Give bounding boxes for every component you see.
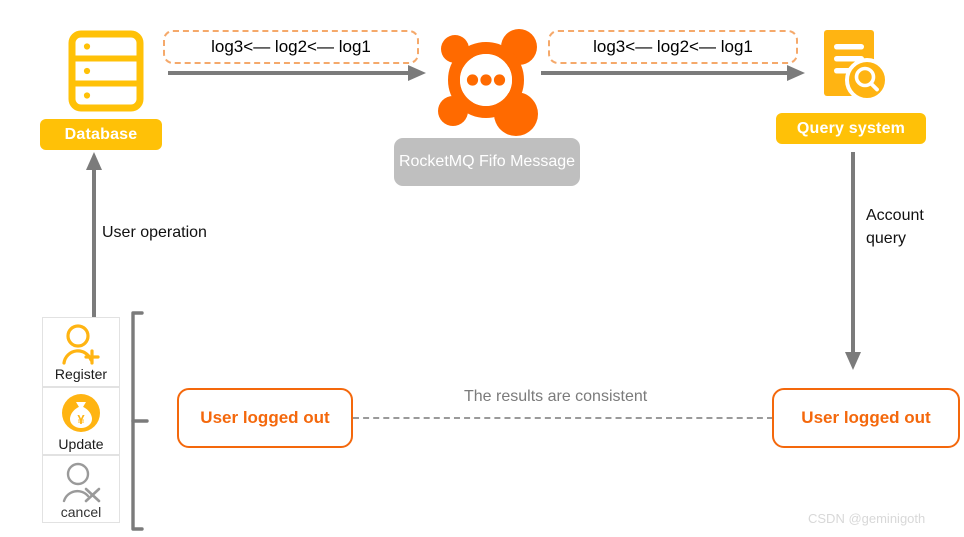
- operation-card-cancel[interactable]: cancel: [42, 455, 120, 523]
- money-bag-icon: ¥: [62, 394, 100, 432]
- operations-brace: [128, 310, 162, 532]
- log-flow-capsule-left: log3<— log2<— log1: [163, 30, 419, 64]
- query-system-badge[interactable]: Query system: [776, 113, 926, 144]
- account-query-label: Account query: [866, 207, 924, 248]
- rocketmq-icon: [428, 22, 544, 138]
- user-operation-label: User operation: [102, 224, 207, 241]
- user-operations-panel: Register ¥ Update cancel: [42, 317, 120, 523]
- operation-card-register[interactable]: Register: [42, 317, 120, 387]
- log-flow-text-right: log3<— log2<— log1: [593, 37, 753, 56]
- rocketmq-label: RocketMQ Fifo Message: [398, 153, 576, 171]
- watermark: CSDN @geminigoth: [808, 511, 926, 526]
- result-label-right: User logged out: [801, 408, 931, 427]
- rocketmq-label-badge[interactable]: RocketMQ Fifo Message: [394, 138, 580, 186]
- arrow-database-to-broker: [168, 63, 426, 83]
- operation-label-register: Register: [54, 366, 108, 382]
- arrow-user-to-database: [84, 152, 104, 318]
- results-consistent-label: The results are consistent: [464, 388, 648, 405]
- arrow-broker-to-query: [541, 63, 805, 83]
- result-box-left[interactable]: User logged out: [177, 388, 353, 448]
- database-badge[interactable]: Database: [40, 119, 162, 150]
- log-flow-text-left: log3<— log2<— log1: [211, 37, 371, 56]
- database-label: Database: [64, 125, 138, 143]
- user-cancel-icon: [62, 462, 101, 503]
- log-flow-capsule-right: log3<— log2<— log1: [548, 30, 798, 64]
- result-label-left: User logged out: [200, 408, 330, 427]
- user-add-icon: [62, 324, 100, 365]
- result-box-right[interactable]: User logged out: [772, 388, 960, 448]
- arrow-query-to-result: [843, 152, 863, 370]
- svg-text:¥: ¥: [77, 412, 85, 427]
- database-icon: [68, 30, 144, 112]
- operation-label-update: Update: [58, 436, 104, 452]
- consistency-dashed-line: [353, 417, 773, 419]
- document-search-icon: [822, 28, 890, 104]
- query-system-label: Query system: [796, 119, 906, 137]
- operation-card-update[interactable]: ¥ Update: [42, 387, 120, 455]
- operation-label-cancel: cancel: [60, 504, 102, 520]
